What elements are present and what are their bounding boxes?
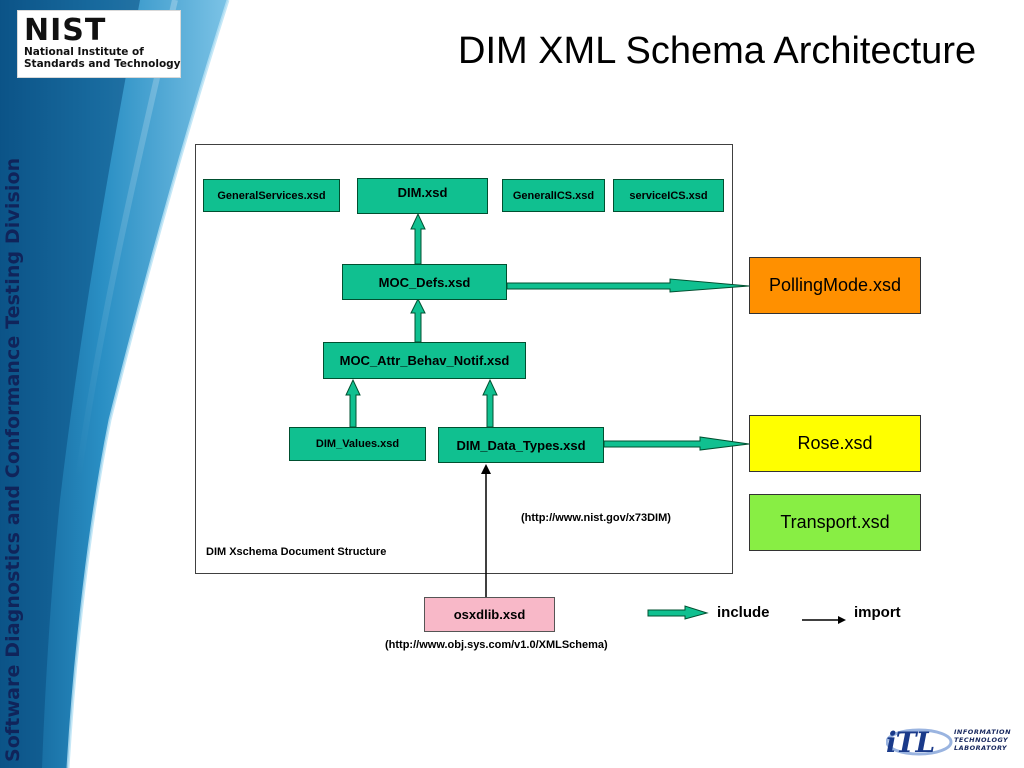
node-label: GeneralServices.xsd [217, 189, 326, 202]
node-label: PollingMode.xsd [768, 275, 902, 295]
include-arrow-mocdefs-dim [410, 212, 426, 265]
node-label: DIM_Values.xsd [315, 438, 400, 450]
legend-import-arrow [802, 616, 846, 624]
include-arrow-mocattr-mocdefs [410, 297, 426, 343]
node-label: Rose.xsd [797, 433, 873, 453]
include-arrow-mocdefs-pollingmode [506, 278, 750, 293]
nist-logo-mark: NIST [24, 13, 107, 48]
dim-document-frame [195, 144, 733, 574]
node-label: MOC_Attr_Behav_Notif.xsd [339, 353, 510, 368]
legend-include-label: include [717, 604, 770, 621]
osxdlib-namespace-url: (http://www.obj.sys.com/v1.0/XMLSchema) [385, 639, 608, 651]
node-label: serviceICS.xsd [629, 189, 708, 202]
node-label: DIM_Data_Types.xsd [456, 437, 586, 453]
legend-import-label: import [854, 604, 901, 621]
itl-logo-subtitle: INFORMATION TECHNOLOGY LABORATORY [954, 728, 1012, 752]
node-pollingmode: PollingMode.xsd [749, 257, 921, 314]
nist-logo-subtitle: National Institute of Standards and Tech… [24, 46, 181, 70]
include-arrow-dimvalues-mocattr [345, 378, 361, 428]
node-label: DIM.xsd [397, 185, 448, 200]
node-dim: DIM.xsd [357, 178, 488, 214]
frame-caption: DIM Xschema Document Structure [206, 546, 387, 558]
node-generalservices: GeneralServices.xsd [203, 179, 340, 212]
legend-include-arrow [647, 605, 709, 620]
node-serviceics: serviceICS.xsd [613, 179, 724, 212]
dim-namespace-url: (http://www.nist.gov/x73DIM) [521, 512, 671, 524]
node-label: GeneralICS.xsd [512, 189, 595, 202]
itl-logo-mark: iTL [886, 726, 935, 759]
import-arrow-osxdlib-datatypes [481, 464, 491, 597]
sidebar-banner: NIST National Institute of Standards and… [0, 0, 230, 768]
slide-title: DIM XML Schema Architecture [458, 30, 977, 72]
include-arrow-datatypes-mocattr [482, 378, 498, 428]
node-transport: Transport.xsd [749, 494, 921, 551]
node-label: MOC_Defs.xsd [378, 275, 471, 290]
node-dim-values: DIM_Values.xsd [289, 427, 426, 461]
node-label: osxdlib.xsd [453, 607, 526, 622]
nist-logo: NIST National Institute of Standards and… [17, 10, 181, 78]
node-generalics: GeneralICS.xsd [502, 179, 605, 212]
node-osxdlib: osxdlib.xsd [424, 597, 555, 632]
node-dim-data-types: DIM_Data_Types.xsd [438, 427, 604, 463]
itl-logo: iTL INFORMATION TECHNOLOGY LABORATORY [886, 722, 1014, 762]
include-arrow-datatypes-rose [603, 436, 750, 451]
node-moc-attr-behav-notif: MOC_Attr_Behav_Notif.xsd [323, 342, 526, 379]
node-moc-defs: MOC_Defs.xsd [342, 264, 507, 300]
node-label: Transport.xsd [780, 512, 890, 532]
itl-logo-swoosh [886, 728, 953, 756]
sidebar-background [0, 0, 230, 768]
node-rose: Rose.xsd [749, 415, 921, 472]
